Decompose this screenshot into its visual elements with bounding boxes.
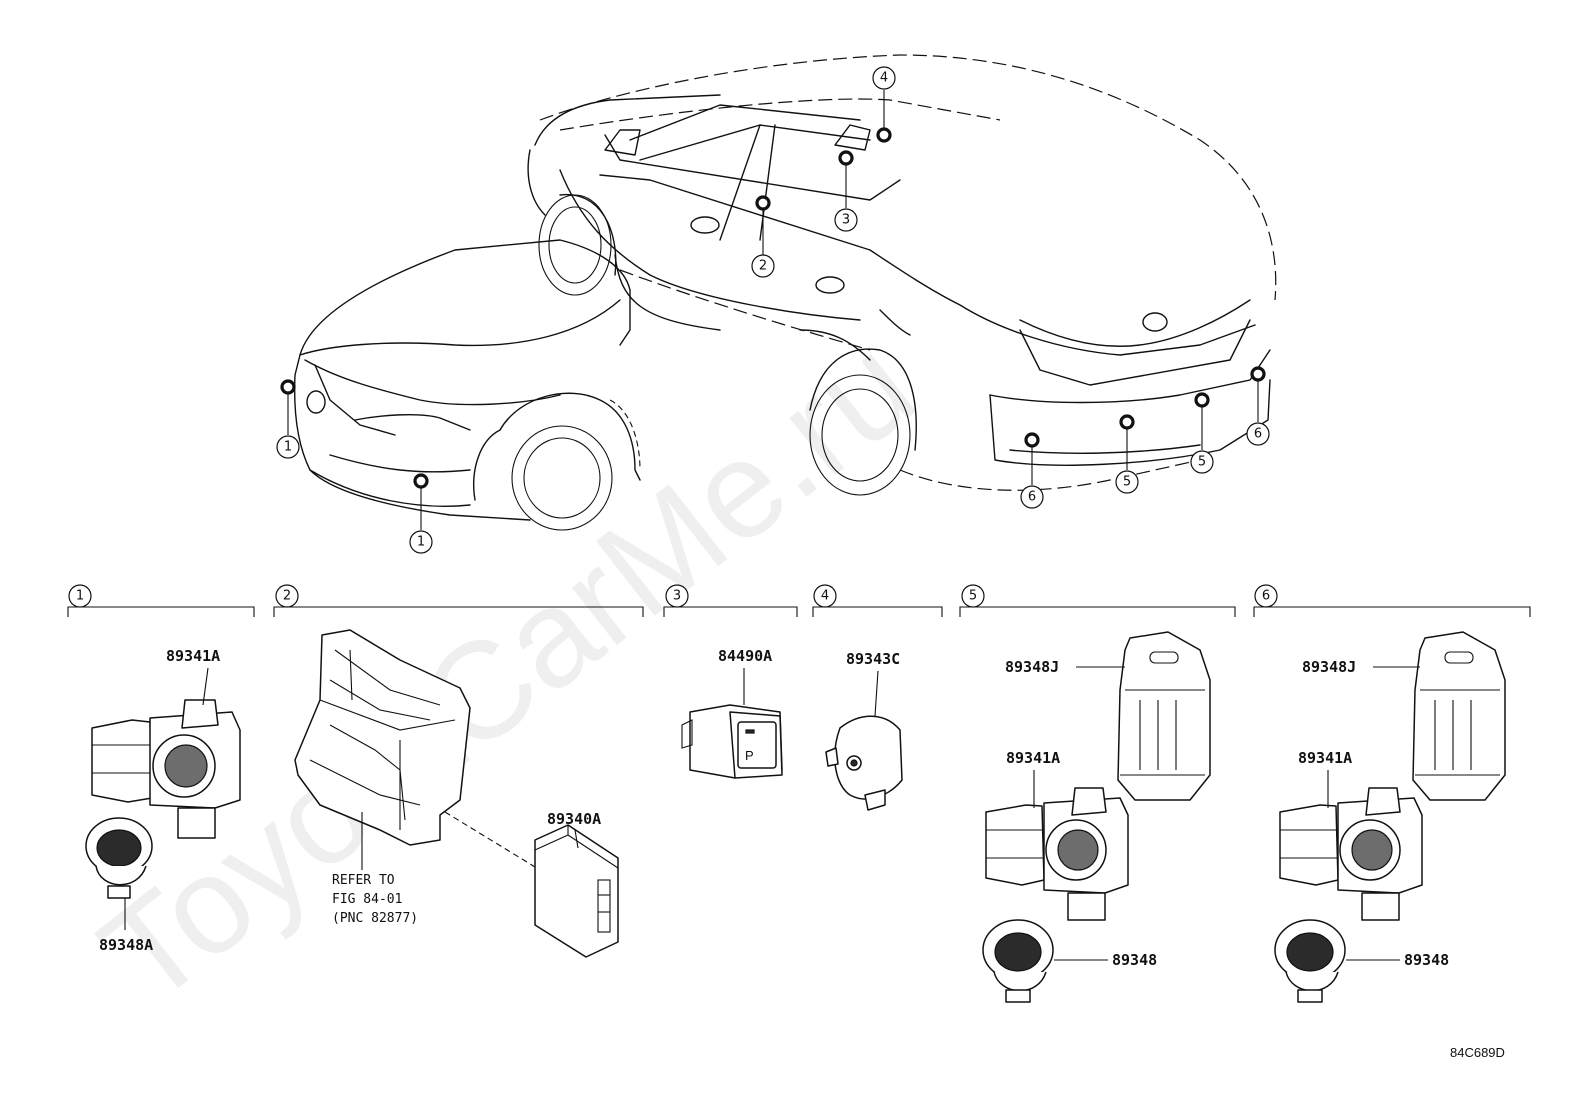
svg-text:6: 6	[1028, 490, 1036, 505]
callout-4: 4	[872, 66, 896, 90]
sensor-retainer-rear-corner	[1274, 919, 1346, 1003]
part-number-89348-s6: 89348	[1404, 951, 1449, 969]
part-number-89348J-s6: 89348J	[1302, 658, 1356, 676]
svg-text:5: 5	[1198, 455, 1206, 470]
mounting-line	[444, 811, 541, 871]
front-center-sensor-marker	[413, 473, 429, 489]
figure-code: 84C689D	[1450, 1045, 1505, 1060]
clearance-warning-buzzer	[825, 715, 903, 811]
indicator-location-marker	[838, 150, 854, 166]
console-bracket	[294, 629, 471, 846]
sensor-retainer-rear-center	[982, 919, 1054, 1003]
parking-assist-ecu	[534, 824, 619, 958]
parking-assist-switch: P	[681, 704, 783, 779]
callout-6b: 6	[1246, 422, 1270, 446]
part-number-89341A-s6: 89341A	[1298, 749, 1352, 767]
refer-note-line-1: REFER TO	[332, 873, 395, 888]
switch-location-marker	[755, 195, 771, 211]
callout-6a: 6	[1020, 485, 1044, 509]
svg-text:5: 5	[969, 589, 977, 604]
sensor-holder-rear-center	[1117, 631, 1211, 801]
svg-text:3: 3	[673, 589, 681, 604]
callout-1a: 1	[276, 435, 300, 459]
part-number-89348-s5: 89348	[1112, 951, 1157, 969]
rear-corner-sensor-marker-left	[1024, 432, 1040, 448]
section-header-2: 2	[273, 584, 644, 617]
ultrasonic-sensor-rear-corner	[1279, 787, 1423, 921]
front-corner-sensor-marker	[280, 379, 296, 395]
part-number-89348A: 89348A	[99, 936, 153, 954]
svg-text:1: 1	[284, 440, 292, 455]
refer-note-line-2: FIG 84-01	[332, 892, 402, 907]
part-number-89348J-s5: 89348J	[1005, 658, 1059, 676]
buzzer-location-marker	[876, 127, 892, 143]
svg-text:2: 2	[283, 589, 291, 604]
section-header-3: 3	[663, 584, 798, 617]
part-number-84490A: 84490A	[718, 647, 772, 665]
svg-text:6: 6	[1254, 427, 1262, 442]
callout-3: 3	[834, 208, 858, 232]
part-number-89341A-s5: 89341A	[1006, 749, 1060, 767]
svg-text:3: 3	[842, 213, 850, 228]
callout-5a: 5	[1115, 470, 1139, 494]
rear-car-illustration	[527, 54, 1277, 496]
svg-text:4: 4	[880, 71, 888, 86]
callout-5b: 5	[1190, 450, 1214, 474]
svg-text:1: 1	[417, 535, 425, 550]
ultrasonic-sensor-front	[91, 699, 241, 839]
ultrasonic-sensor-rear-center	[985, 787, 1129, 921]
rear-center-sensor-marker-left	[1119, 414, 1135, 430]
section-header-6: 6	[1253, 584, 1531, 617]
section-header-4: 4	[812, 584, 943, 617]
switch-p-label: P	[745, 748, 754, 763]
sensor-holder-rear-corner	[1412, 631, 1506, 801]
callout-1b: 1	[409, 530, 433, 554]
part-number-89340A: 89340A	[547, 810, 601, 828]
refer-note-line-3: (PNC 82877)	[332, 911, 418, 926]
rear-center-sensor-marker-right	[1194, 392, 1210, 408]
svg-text:6: 6	[1262, 589, 1270, 604]
part-number-89343C: 89343C	[846, 650, 900, 668]
svg-text:5: 5	[1123, 475, 1131, 490]
front-car-illustration	[280, 239, 641, 531]
section-header-1: 1	[67, 584, 255, 617]
rear-corner-sensor-marker-right	[1250, 366, 1266, 382]
svg-text:1: 1	[76, 589, 84, 604]
part-number-89341A-s1: 89341A	[166, 647, 220, 665]
svg-text:2: 2	[759, 259, 767, 274]
section-header-5: 5	[959, 584, 1236, 617]
svg-text:4: 4	[821, 589, 829, 604]
sensor-retainer-front	[85, 817, 153, 899]
callout-2: 2	[751, 254, 775, 278]
